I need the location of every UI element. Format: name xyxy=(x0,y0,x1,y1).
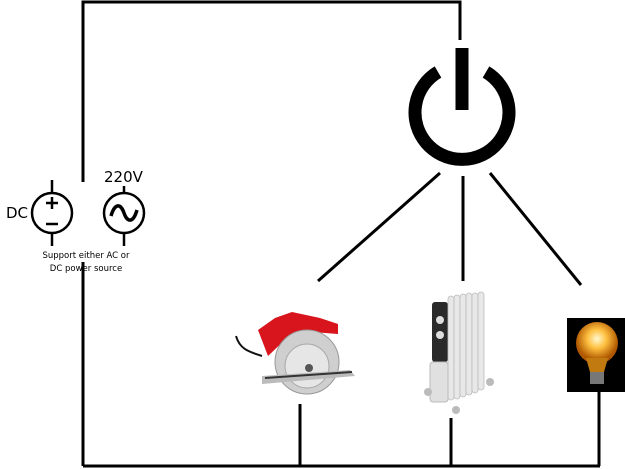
power-source-caption: Support either AC or DC power source xyxy=(40,250,132,276)
branch-saw xyxy=(317,171,441,283)
light-bulb-image xyxy=(567,318,625,392)
caption-line-1: Support either AC or xyxy=(42,251,130,261)
radiator-heater-image xyxy=(424,291,494,414)
caption-line-2: DC power source xyxy=(49,264,123,274)
dc-source-symbol xyxy=(30,180,74,246)
branch-bulb xyxy=(488,172,583,286)
ac-voltage-label: 220V xyxy=(104,168,143,186)
dc-label: DC xyxy=(6,204,29,222)
wires xyxy=(81,0,601,468)
circular-saw-image xyxy=(235,312,355,395)
top-wire xyxy=(81,0,462,182)
power-icon xyxy=(408,48,516,166)
ac-source-symbol xyxy=(102,186,146,246)
